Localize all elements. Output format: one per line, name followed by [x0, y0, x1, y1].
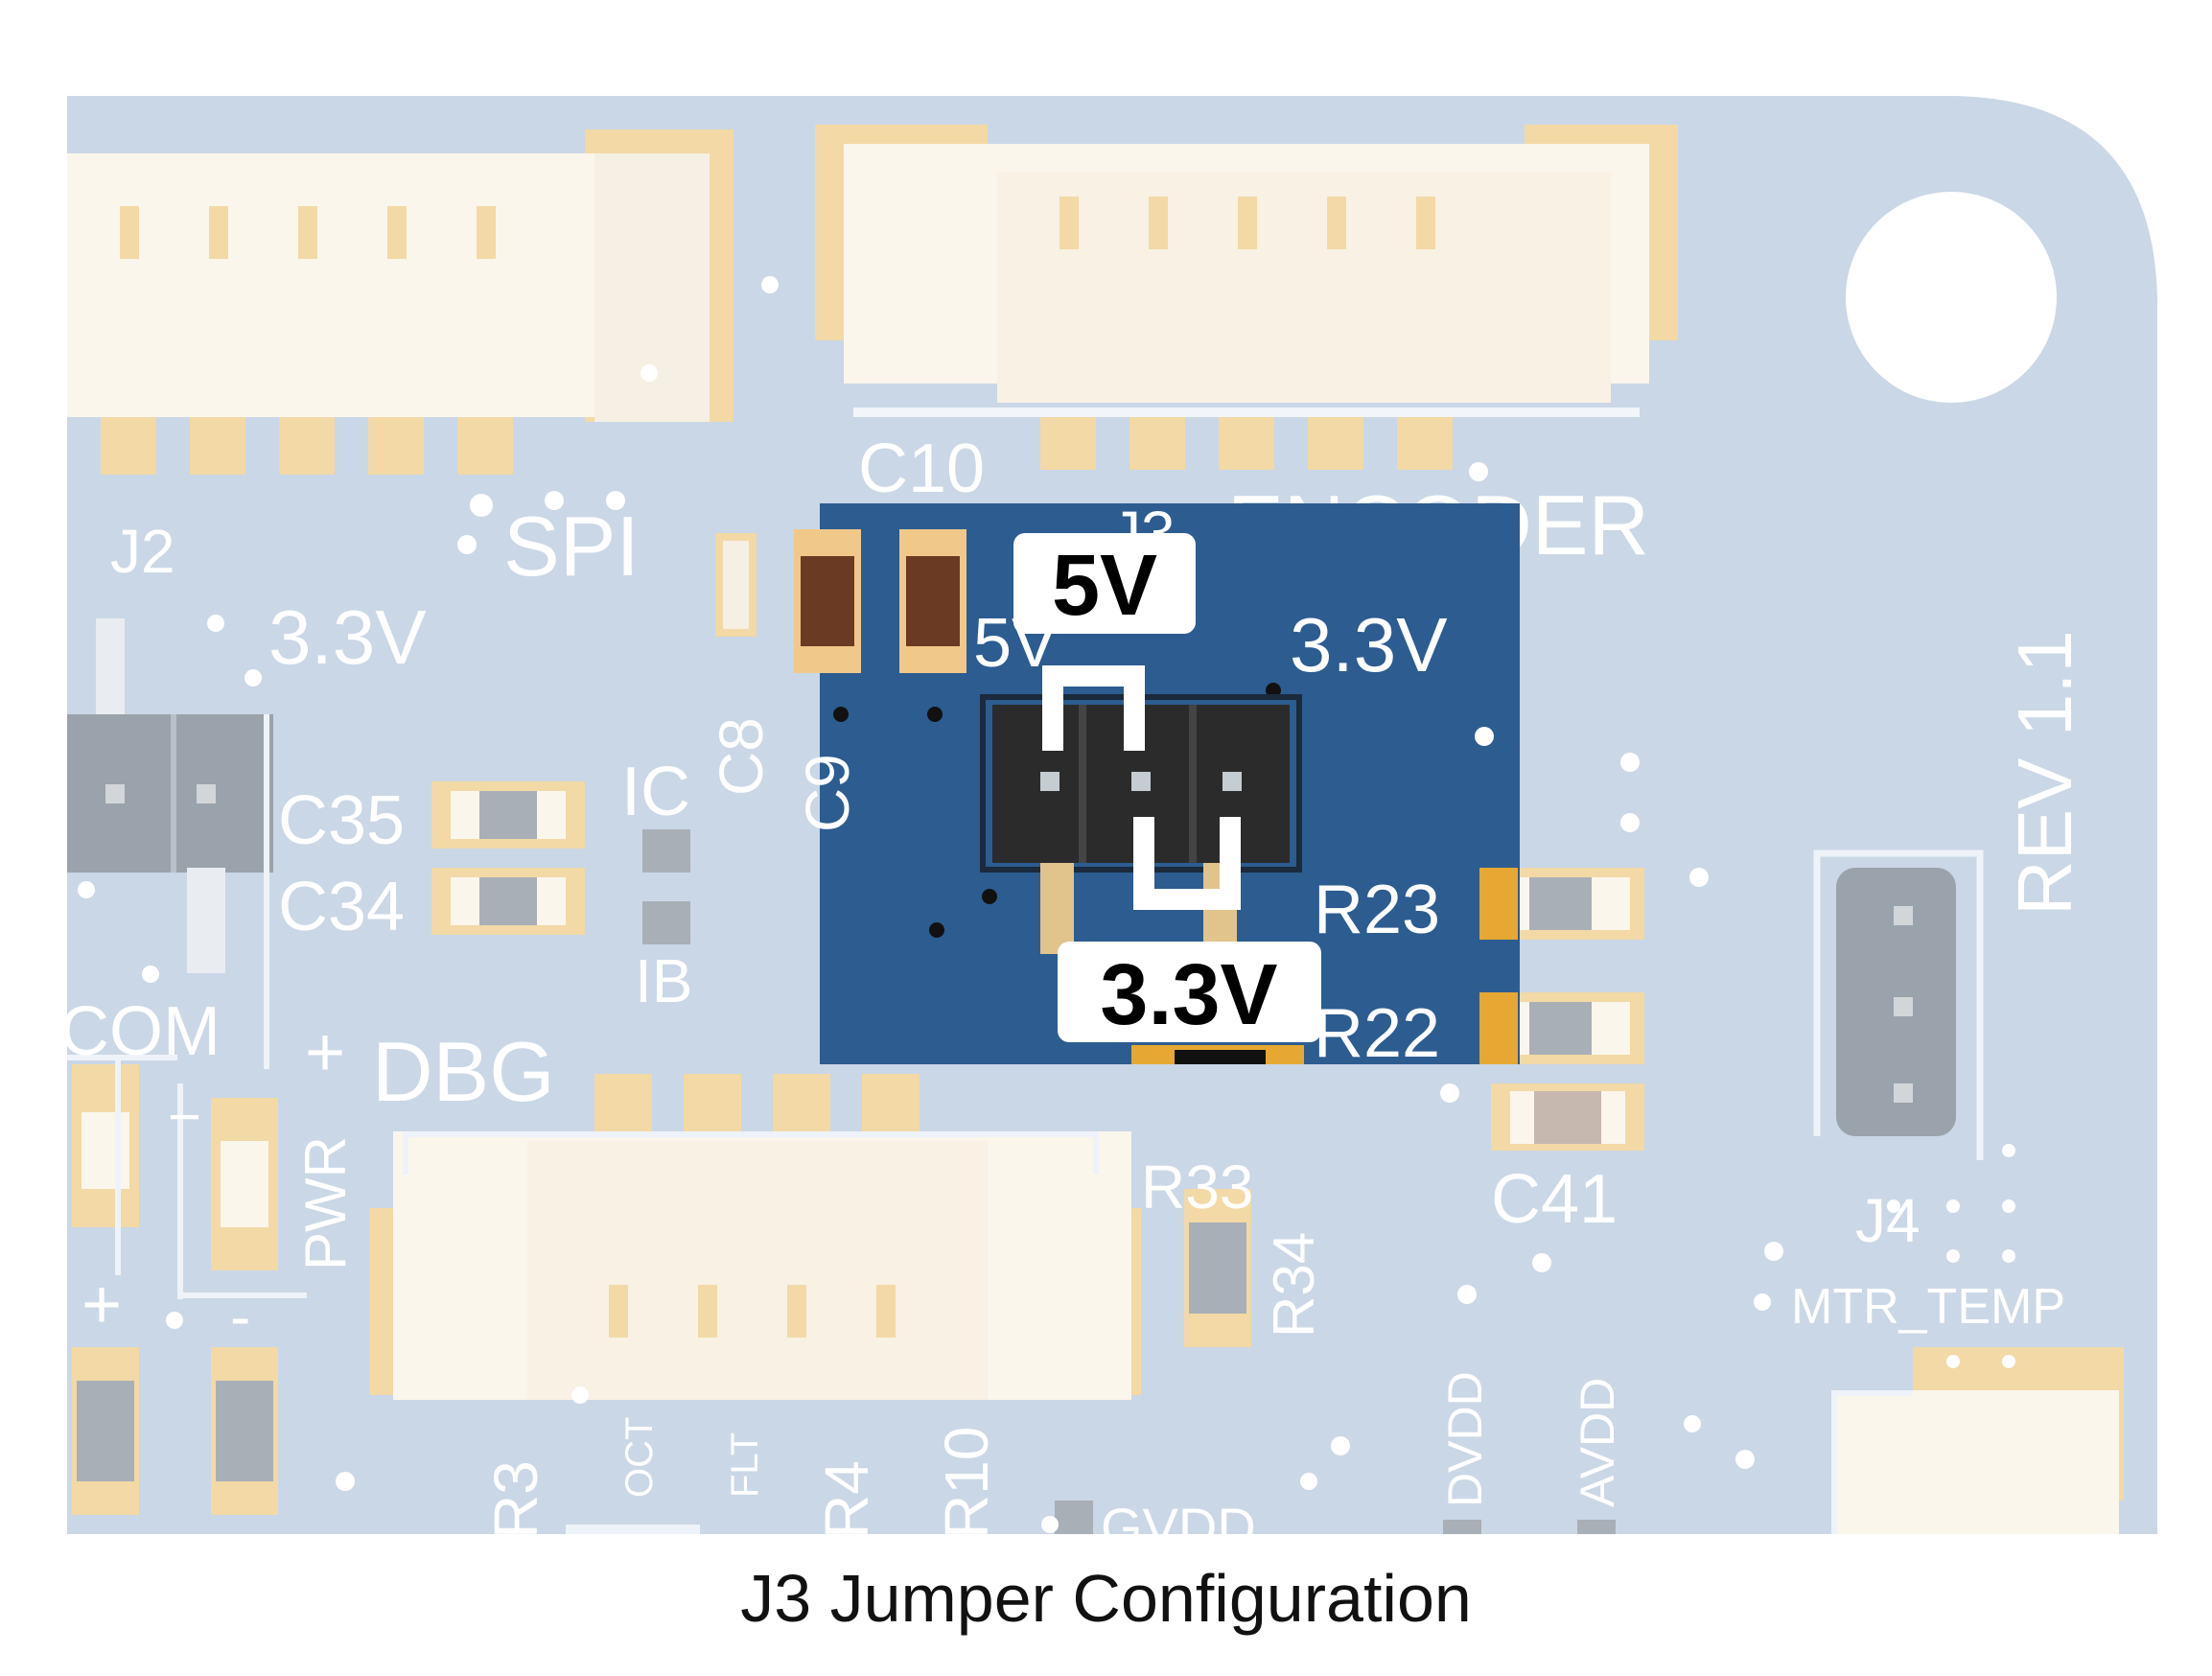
- ib-pad: [642, 901, 690, 944]
- label-r4: R4: [812, 1460, 881, 1539]
- j2-header: [67, 618, 273, 1069]
- j4-header: [1813, 850, 1984, 1160]
- label-plus-top: +: [305, 1014, 345, 1091]
- label-minus: −: [168, 1084, 201, 1149]
- label-c41: C41: [1491, 1161, 1618, 1238]
- label-j4: J4: [1855, 1186, 1921, 1255]
- led-area: [67, 1055, 307, 1299]
- c35-c34-caps: [431, 781, 585, 935]
- label-r3: R3: [481, 1460, 550, 1539]
- callout-3v3: 3.3V: [1058, 942, 1321, 1043]
- label-c10: C10: [858, 431, 985, 507]
- label-r34: R34: [1262, 1232, 1326, 1338]
- label-r33: R33: [1141, 1152, 1253, 1222]
- mtr-temp-connector: [1831, 1347, 2124, 1534]
- label-gvdd: GVDD: [1101, 1497, 1256, 1557]
- label-j2: J2: [110, 517, 175, 586]
- label-c9: C9: [793, 754, 862, 832]
- label-ib: IB: [635, 946, 692, 1015]
- c8-part: [715, 533, 757, 637]
- mounting-hole: [1846, 192, 2057, 403]
- label-plus-bottom: +: [81, 1267, 122, 1343]
- dvdd-pad: [1443, 1520, 1481, 1534]
- label-r23: R23: [1314, 872, 1440, 948]
- label-dvdd: DVDD: [1438, 1371, 1492, 1507]
- label-oct: OCT: [618, 1417, 661, 1498]
- avdd-pad: [1577, 1520, 1616, 1534]
- callout-5v: 5V: [1013, 533, 1196, 634]
- spi-connector: [67, 129, 733, 475]
- label-c34: C34: [278, 869, 405, 945]
- label-com: COM: [59, 993, 221, 1070]
- ic-pad: [642, 829, 690, 873]
- label-rev: REV 1.1: [2002, 630, 2087, 916]
- label-avdd: AVDD: [1571, 1378, 1624, 1507]
- label-minus-bottom: -: [230, 1282, 250, 1351]
- label-c35: C35: [278, 782, 405, 859]
- bottom-left-resistors: [72, 1347, 278, 1515]
- label-flt: FLT: [724, 1432, 766, 1498]
- label-r22: R22: [1314, 995, 1440, 1072]
- label-pwr: PWR: [293, 1136, 358, 1270]
- callout-5v-text: 5V: [1052, 538, 1157, 634]
- figure-caption: J3 Jumper Configuration: [740, 1561, 1472, 1636]
- jumper-5v-line: [1042, 665, 1145, 751]
- bottom-component: [566, 1525, 700, 1534]
- label-3v3-right: 3.3V: [1290, 602, 1448, 687]
- jumper-3v3-line: [1133, 817, 1241, 910]
- encoder-connector: [815, 125, 1678, 470]
- r33-r34: [1184, 1189, 1251, 1347]
- label-spi: SPI: [503, 499, 640, 594]
- vias: [78, 276, 2015, 1533]
- label-r10: R10: [932, 1427, 1001, 1539]
- label-dbg: DBG: [372, 1024, 555, 1119]
- callout-3v3-text: 3.3V: [1100, 947, 1277, 1043]
- label-3v3-left: 3.3V: [268, 594, 427, 680]
- label-c8: C8: [707, 717, 776, 796]
- dbg-connector: [369, 1074, 1141, 1400]
- gvdd-pad: [1055, 1501, 1093, 1534]
- label-ic: IC: [621, 754, 690, 830]
- label-mtr-temp: MTR_TEMP: [1791, 1279, 2065, 1335]
